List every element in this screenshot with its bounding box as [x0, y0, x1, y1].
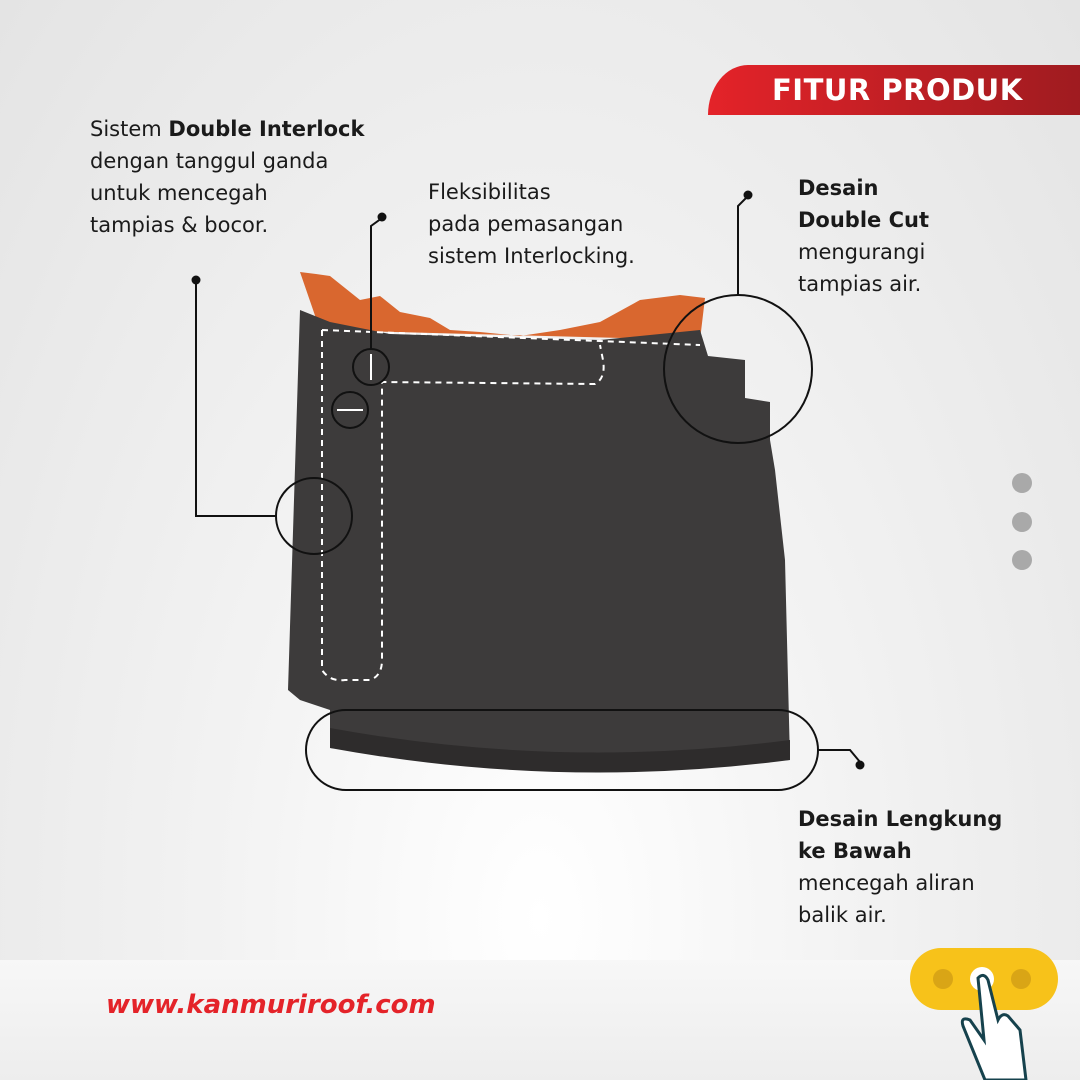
text-bold: ke Bawah: [798, 839, 912, 863]
text-bold: Desain Lengkung: [798, 807, 1003, 831]
feature-double-interlock: Sistem Double Interlock dengan tanggul g…: [90, 113, 364, 241]
carousel-dot[interactable]: [1012, 473, 1032, 493]
text-bold: Double Interlock: [168, 117, 365, 141]
text: Sistem: [90, 117, 169, 141]
text: untuk mencegah: [90, 181, 268, 205]
text: balik air.: [798, 903, 887, 927]
text: mencegah aliran: [798, 871, 975, 895]
callout-circle-flex-horizontal: [331, 391, 369, 429]
text: Fleksibilitas: [428, 180, 551, 204]
feature-banner: FITUR PRODUK: [708, 65, 1080, 115]
interlock-dashed-outline: [321, 329, 701, 682]
website-link[interactable]: www.kanmuriroof.com: [106, 990, 436, 1020]
tile-top-edge: [300, 272, 705, 340]
feature-double-cut: Desain Double Cut mengurangi tampias air…: [798, 172, 929, 300]
background-floor: [0, 960, 1080, 1080]
text-bold: Double Cut: [798, 208, 929, 232]
feature-curve: Desain Lengkung ke Bawah mencegah aliran…: [798, 803, 1002, 931]
leader-line-interlock: [195, 280, 276, 517]
carousel-dot[interactable]: [1012, 512, 1032, 532]
tile-body: [288, 310, 790, 770]
leader-line-curve: [818, 749, 861, 763]
leader-line-flex: [370, 217, 383, 349]
swipe-hand-icon: [910, 948, 1058, 1080]
carousel-dot[interactable]: [1012, 550, 1032, 570]
text: dengan tanggul ganda: [90, 149, 329, 173]
text: sistem Interlocking.: [428, 244, 635, 268]
text: tampias air.: [798, 272, 922, 296]
feature-flexibility: Fleksibilitas pada pemasangan sistem Int…: [428, 176, 635, 272]
text: tampias & bocor.: [90, 213, 269, 237]
leader-line-double-cut: [737, 195, 749, 295]
text: mengurangi: [798, 240, 926, 264]
text: pada pemasangan: [428, 212, 624, 236]
text-bold: Desain: [798, 176, 879, 200]
tile-curve-lip: [330, 728, 790, 773]
banner-title: FITUR PRODUK: [772, 73, 1023, 107]
